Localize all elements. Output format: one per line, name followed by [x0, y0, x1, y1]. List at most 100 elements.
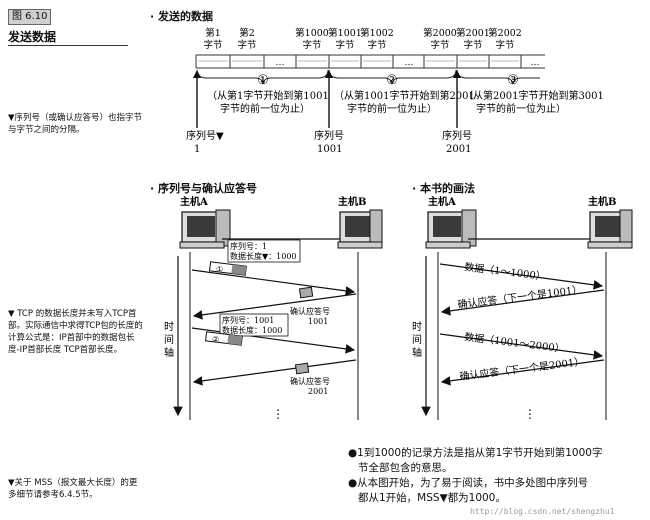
time-axis-label: 时: [412, 321, 422, 333]
seq-label: 序列号: [314, 129, 344, 142]
packet2-header: [219, 313, 289, 337]
data2-label: 数据（1001～2000）: [464, 330, 566, 355]
book-style-heading: · 本书的画法: [412, 182, 476, 195]
footnote-bullet: ●: [348, 447, 358, 459]
packet1-data: [231, 264, 247, 276]
footnote-2: ●从本图开始，为了易于阅读，书中多处图中序列号 都从1开始，MSS▼都为1000…: [348, 476, 648, 506]
footnote-text: 都从1开始，MSS▼都为1000。: [358, 492, 506, 504]
side-note-seq: ▼序列号（或确认应答号）也指字节与字节之间的分隔。: [8, 113, 143, 135]
footnote-text: 节全部包含的意思。: [358, 462, 453, 474]
tape-dots: …: [405, 58, 414, 68]
title-rule: [8, 45, 128, 46]
packet1-seq: 序列号：1: [230, 241, 267, 251]
packet2-seq: 序列号：1001: [222, 315, 274, 325]
byte-label-top: 第2: [239, 27, 255, 39]
segment-desc: 字节的前一位为止）: [220, 102, 310, 115]
byte-label-bottom: 字节: [335, 39, 354, 51]
byte-label-bottom: 字节: [367, 39, 386, 51]
footnote-text: 1到1000的记录方法是指从第1字节开始到第1000字: [357, 447, 603, 459]
byte-label-top: 第2000: [423, 27, 457, 39]
figure-title: 发送数据: [8, 30, 57, 44]
segment-desc: 字节的前一位为止）: [347, 102, 437, 115]
tape-dots: …: [531, 58, 540, 68]
footnote-1: ●1到1000的记录方法是指从第1字节开始到第1000字 节全部包含的意思。: [348, 446, 648, 476]
byte-label-bottom: 字节: [203, 39, 222, 51]
byte-label-top: 第1002: [360, 27, 394, 39]
time-axis-label: 时: [164, 321, 174, 333]
sent-data-heading: · 发送的数据: [150, 10, 214, 23]
packet2-length: 数据长度：1000: [222, 325, 282, 335]
footnote-bullet: ●: [348, 477, 358, 489]
time-axis-label: 间: [412, 333, 422, 346]
ack2-arrow: [192, 359, 357, 386]
host-b-computer-icon: [337, 209, 383, 249]
tape-dots: …: [276, 58, 285, 68]
ack1-arrow: [192, 293, 357, 320]
segment-desc: （从第2001字节开始到第3001: [463, 89, 604, 102]
byte-label-top: 第1: [205, 27, 221, 39]
ack2-box: [294, 362, 310, 375]
seq-value: 2001: [446, 144, 471, 155]
segment-desc: 字节的前一位为止）: [476, 102, 566, 115]
time-axis-label: 轴: [164, 346, 174, 359]
byte-label-top: 第2002: [488, 27, 522, 39]
ack2-label: 确认应答号: [290, 376, 330, 386]
byte-label-top: 第1001: [328, 27, 362, 39]
packet1-arrow: [191, 269, 356, 296]
continuation-dots: ⋮: [524, 407, 536, 421]
ack1-arrow: [440, 289, 605, 316]
seq-arrows: [196, 75, 458, 128]
seq-ack-diagram: 主机A 主机B 时 间 轴 序列号：1 数据长度▼：1000 ① 确认应答号 1…: [164, 195, 383, 421]
side-note-mss: ▼关于 MSS（报文最大长度）的更多细节请参考6.4.5节。: [8, 478, 138, 500]
seq-label: 序列号▼: [186, 129, 224, 142]
seq-arrowheads: [193, 70, 461, 78]
seq-label: 序列号: [442, 129, 472, 142]
byte-label-bottom: 字节: [430, 39, 449, 51]
packet1-number: ①: [216, 265, 223, 274]
ack1-box: [298, 286, 314, 299]
byte-label-top: 第2001: [456, 27, 490, 39]
segment-desc: （从第1字节开始到第1001: [207, 89, 329, 102]
host-b-computer-icon: [587, 209, 633, 249]
figure-label: 图 6.10: [8, 9, 52, 25]
ack2-value: 2001: [308, 387, 328, 396]
host-a-computer-icon: [179, 209, 345, 249]
packet2-arrow: [191, 327, 356, 354]
time-axis-label: 轴: [412, 346, 422, 359]
footnote-text: 从本图开始，为了易于阅读，书中多处图中序列号: [357, 477, 589, 489]
segment-desc: （从第1001字节开始到第2001: [334, 89, 475, 102]
byte-label-top: 第1000: [295, 27, 329, 39]
ack1-label: 确认应答（下一个是1001）: [457, 283, 583, 311]
side-note-tcp-length: ▼ TCP 的数据长度并未写入TCP首部。实际通信中求得TCP包的长度的计算公式…: [8, 309, 143, 355]
packet1-header: [227, 239, 301, 263]
byte-stream-diagram: 第1 字节 第2 字节 第1000 字节 第1001 字节 第1002 字节 第…: [186, 27, 604, 155]
segment-number: ②: [386, 73, 398, 88]
byte-label-bottom: 字节: [463, 39, 482, 51]
packet2-number: ②: [212, 335, 219, 344]
host-b-label: 主机B: [588, 195, 616, 208]
data1-label: 数据（1～1000）: [464, 260, 547, 283]
packet2-data: [227, 334, 243, 346]
seq-ack-heading: · 序列号与确认应答号: [150, 182, 258, 195]
byte-label-bottom: 字节: [237, 39, 256, 51]
seq-value: 1001: [317, 144, 342, 155]
byte-tape: … … …: [195, 54, 545, 69]
ack1-label: 确认应答号: [290, 306, 330, 316]
ack2-label: 确认应答（下一个是2001）: [459, 355, 585, 383]
time-axis-label: 间: [164, 333, 174, 346]
segment-number: ③: [507, 73, 519, 88]
data1-arrow: [439, 263, 604, 290]
host-a-label: 主机A: [428, 195, 456, 208]
continuation-dots: ⋮: [272, 407, 284, 421]
book-style-diagram: 主机A 主机B 时 间 轴 数据（1～1000） 确认应答（下一个是1001） …: [412, 195, 633, 421]
segment-braces: [196, 69, 540, 85]
host-a-computer-icon: [425, 209, 593, 249]
ack2-arrow: [440, 359, 605, 386]
packet1-length: 数据长度▼：1000: [230, 251, 297, 261]
data2-arrow: [439, 333, 604, 360]
byte-label-bottom: 字节: [302, 39, 321, 51]
host-b-label: 主机B: [338, 195, 366, 208]
host-a-label: 主机A: [180, 195, 208, 208]
segment-number: ①: [257, 73, 269, 88]
watermark: http://blog.csdn.net/shengzhu1: [470, 507, 615, 516]
